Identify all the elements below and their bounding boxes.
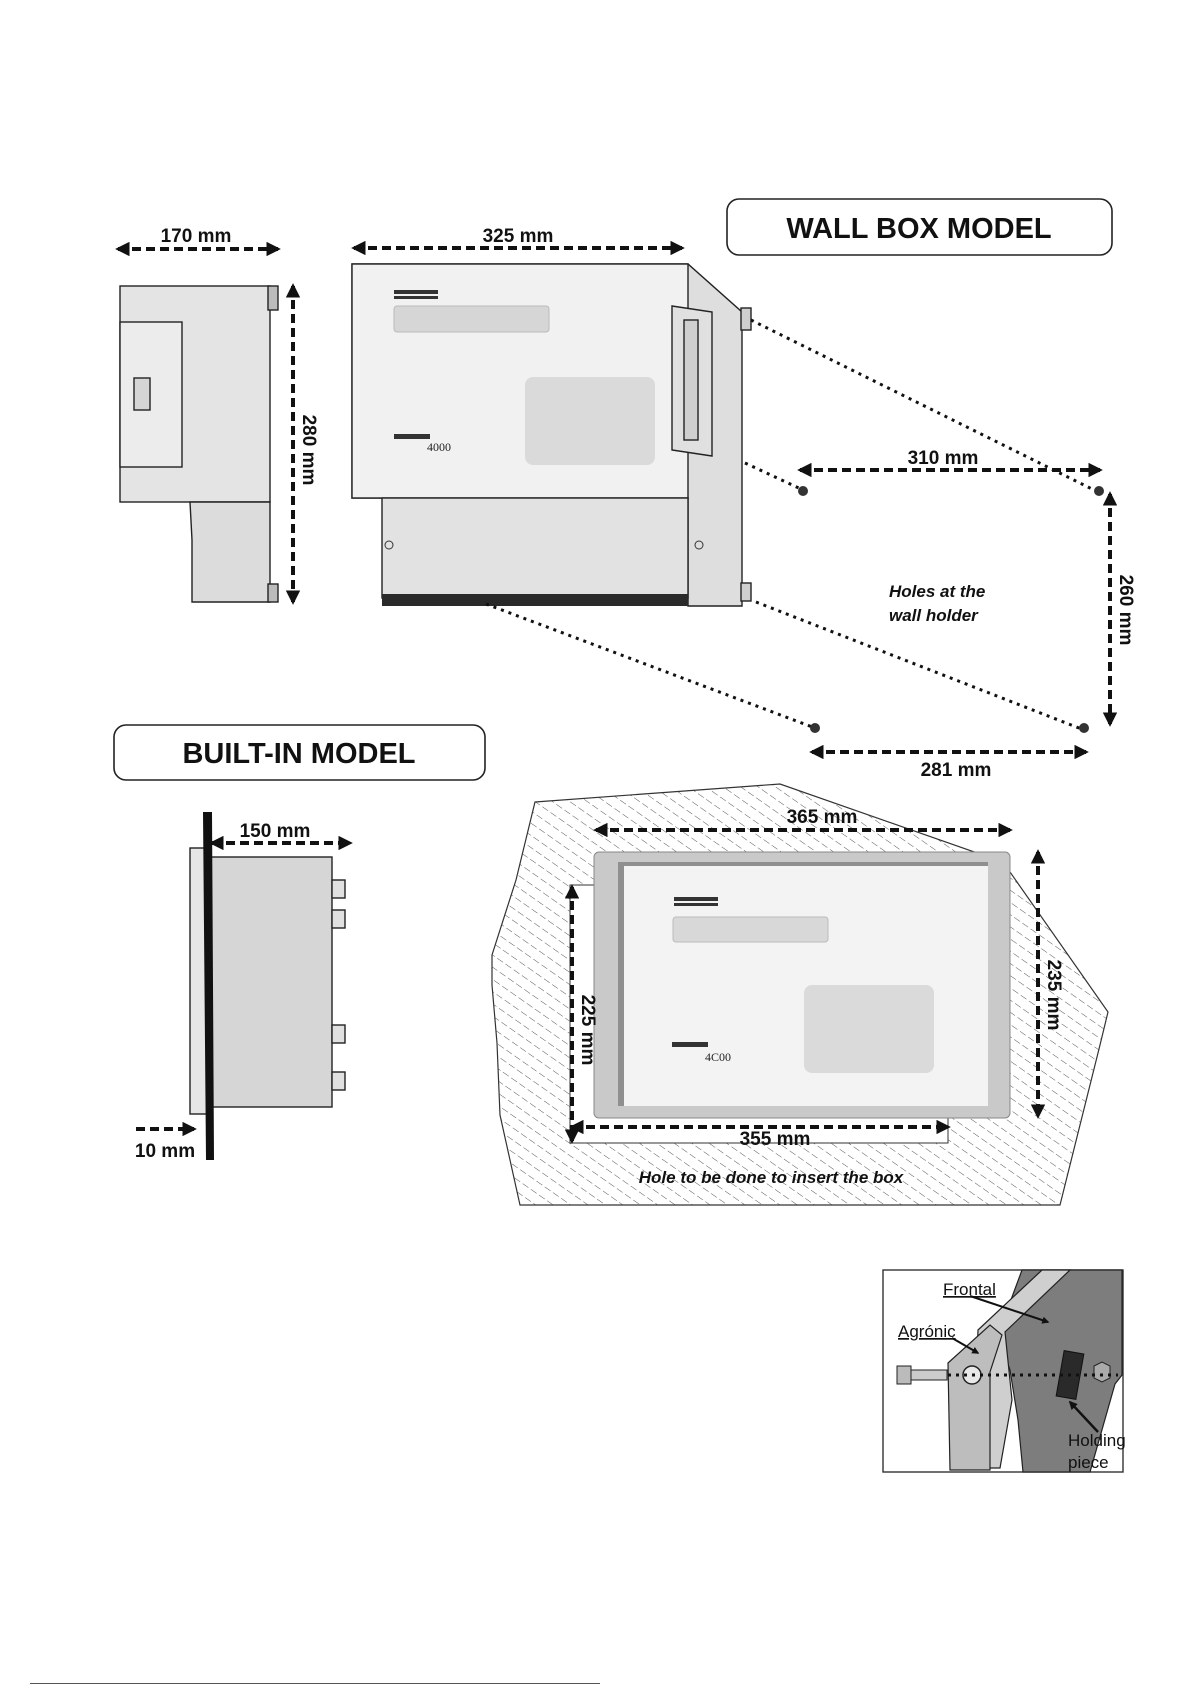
frontal-label: Frontal — [943, 1280, 996, 1299]
holes-note-line1: Holes at the — [889, 582, 985, 601]
hole-marker — [810, 723, 820, 733]
side-depth-label: 170 mm — [161, 226, 232, 247]
holes-top-label: 310 mm — [908, 448, 979, 469]
side-height-label: 280 mm — [298, 415, 319, 486]
holes-bottom-label: 281 mm — [921, 760, 992, 781]
mounting-detail: Frontal Agrónic Holding piece — [883, 1270, 1126, 1472]
wall-box-section: WALL BOX MODEL 170 mm 280 mm 4000 — [118, 199, 1136, 781]
front-width-label: 325 mm — [483, 226, 554, 247]
outer-height-label: 235 mm — [1043, 960, 1064, 1031]
hole-marker — [1079, 723, 1089, 733]
built-in-side-view — [190, 812, 345, 1160]
wall-box-title: WALL BOX MODEL — [786, 213, 1051, 245]
agronic-label: Agrónic — [898, 1322, 956, 1341]
built-in-depth-label: 150 mm — [240, 821, 311, 842]
footer-rule — [30, 1683, 600, 1684]
wall-box-model-number: 4000 — [427, 440, 451, 454]
built-in-section: BUILT-IN MODEL 150 mm 10 mm — [114, 725, 1108, 1205]
hole-marker — [1094, 486, 1104, 496]
built-in-front-panel: 4C00 — [594, 852, 1010, 1118]
built-in-title: BUILT-IN MODEL — [182, 738, 415, 770]
holding-label-line2: piece — [1068, 1453, 1109, 1472]
holding-label-line1: Holding — [1068, 1431, 1126, 1450]
holes-note-line2: wall holder — [889, 606, 979, 625]
outer-width-label: 365 mm — [787, 807, 858, 828]
hole-width-label: 355 mm — [740, 1129, 811, 1150]
panel-offset-label: 10 mm — [135, 1141, 195, 1162]
wall-box-side-view — [120, 286, 278, 602]
holes-height-label: 260 mm — [1115, 575, 1136, 646]
hole-marker — [798, 486, 808, 496]
wall-box-front-view: 4000 — [352, 264, 751, 606]
hole-height-label: 225 mm — [577, 995, 598, 1066]
built-in-model-number: 4C00 — [705, 1050, 731, 1064]
hole-note: Hole to be done to insert the box — [639, 1168, 905, 1187]
